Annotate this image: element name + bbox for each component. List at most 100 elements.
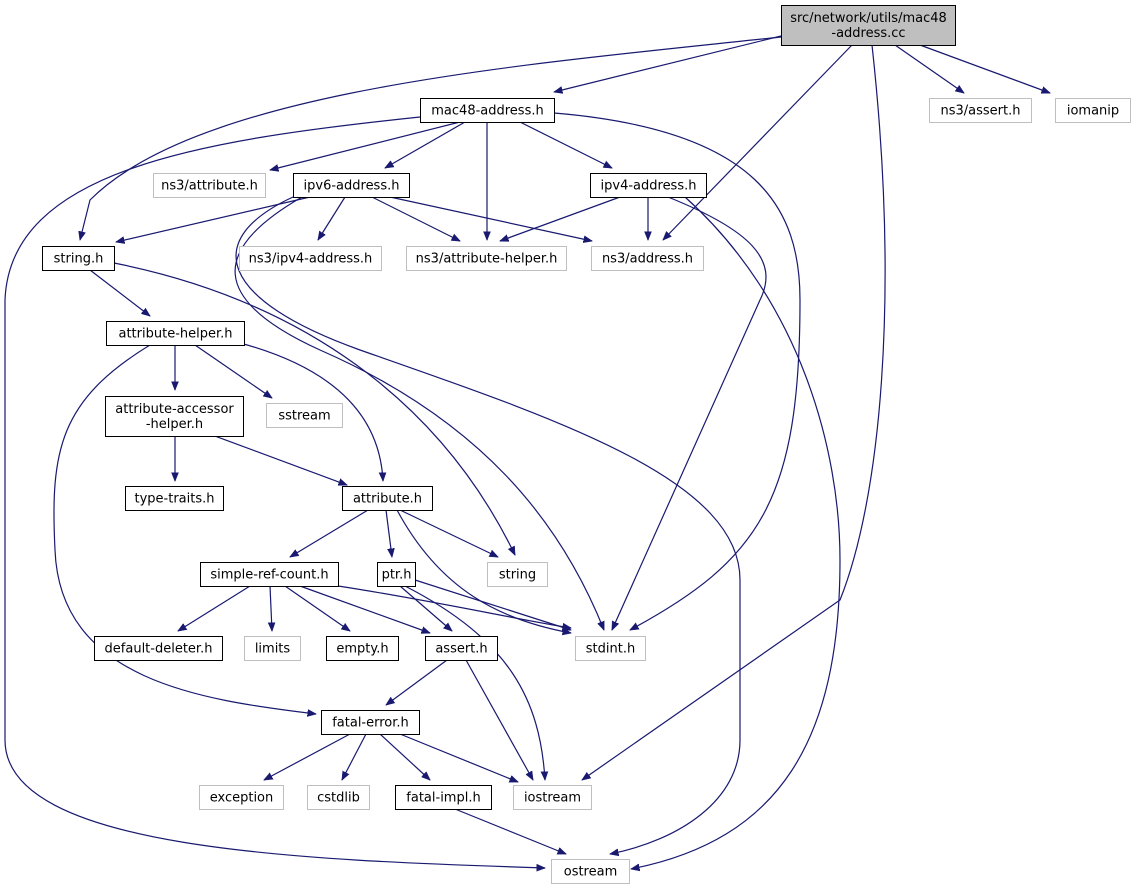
edge-ipv4-to-stdint <box>611 196 767 630</box>
node-label-ipv6: ipv6-address.h <box>304 179 400 194</box>
edge-attrhelper-to-fatalerror <box>53 344 316 714</box>
node-box-attribute <box>342 486 433 511</box>
node-label-ns3assert: ns3/assert.h <box>941 104 1021 119</box>
edge-ipv6-to-ns3addr <box>389 196 592 241</box>
edge-root-to-stringh <box>80 36 782 240</box>
node-box-sstream <box>266 403 343 428</box>
edge-mac48-to-ipv4 <box>519 121 612 169</box>
node-box-assert <box>425 636 498 661</box>
edge-fatalerror-to-fatalimpl <box>379 733 430 780</box>
nodes-layer: src/network/utils/mac48-address.cc mac48-… <box>42 5 1131 884</box>
edge-srcount-to-stdint <box>337 585 571 628</box>
node-mac48[interactable]: mac48-address.h <box>420 98 555 123</box>
node-label-ptr: ptr.h <box>382 568 412 583</box>
node-box-ostream <box>551 859 630 884</box>
node-label-ns3addr: ns3/address.h <box>602 252 693 267</box>
node-box-exception <box>199 785 284 810</box>
edge-ipv6-to-ns3ipv4 <box>318 196 346 240</box>
node-box-accessor <box>105 396 244 437</box>
node-box-ipv6 <box>293 173 410 198</box>
node-box-ipv4 <box>590 173 707 198</box>
node-label-typetraits: type-traits.h <box>135 492 215 507</box>
node-attribute[interactable]: attribute.h <box>342 486 433 511</box>
node-label-ns3ipv4: ns3/ipv4-address.h <box>249 252 373 267</box>
node-ostream: ostream <box>551 859 630 884</box>
edge-root-to-ns3assert <box>894 44 964 93</box>
node-box-fatalimpl <box>395 785 492 810</box>
node-label-stringh: string.h <box>54 252 104 267</box>
edge-mac48-to-ns3attribute <box>270 121 461 170</box>
node-fatalimpl[interactable]: fatal-impl.h <box>395 785 492 810</box>
node-empty[interactable]: empty.h <box>326 636 399 661</box>
edge-srcount-to-defdel <box>178 585 251 631</box>
node-box-srcount <box>200 562 339 587</box>
node-string: string <box>487 562 548 587</box>
node-label-ns3ah: ns3/attribute-helper.h <box>416 252 558 267</box>
node-box-stringh <box>42 246 115 271</box>
node-label-accessor-line2: -helper.h <box>146 417 203 432</box>
edge-mac48-to-ostream <box>4 116 545 868</box>
edge-fatalerror-to-cstdlib <box>341 733 367 780</box>
node-ipv6[interactable]: ipv6-address.h <box>293 173 410 198</box>
edge-fatalerror-to-exception <box>264 733 351 781</box>
node-label-assert: assert.h <box>435 642 487 657</box>
node-ptr[interactable]: ptr.h <box>377 562 416 587</box>
node-label-mac48: mac48-address.h <box>431 104 543 119</box>
node-label-iomanip: iomanip <box>1067 104 1119 119</box>
node-exception: exception <box>199 785 284 810</box>
edge-ptr-to-iostream <box>404 585 545 780</box>
node-ns3assert: ns3/assert.h <box>929 98 1032 123</box>
node-root[interactable]: src/network/utils/mac48-address.cc <box>781 5 956 46</box>
node-stdint: stdint.h <box>575 636 646 661</box>
node-attrhelper[interactable]: attribute-helper.h <box>106 321 245 346</box>
edge-attrhelper-to-sstream <box>194 344 272 398</box>
node-label-srcount: simple-ref-count.h <box>210 568 328 583</box>
edge-fatalerror-to-iostream <box>399 733 518 783</box>
edge-stringh-to-string <box>113 262 516 555</box>
edge-attribute-to-ptr <box>385 509 392 557</box>
edge-attribute-to-srcount <box>290 509 369 557</box>
node-box-cstdlib <box>307 785 370 810</box>
node-stringh[interactable]: string.h <box>42 246 115 271</box>
node-label-stdint: stdint.h <box>586 642 635 657</box>
edge-ipv4-to-ostream <box>631 196 841 869</box>
node-label-fatalerror: fatal-error.h <box>332 716 409 731</box>
node-label-empty: empty.h <box>336 642 388 657</box>
node-ns3ah: ns3/attribute-helper.h <box>406 246 567 271</box>
edge-attribute-to-stdint <box>396 509 571 633</box>
edge-root-to-iomanip <box>919 44 1050 93</box>
node-box-attrhelper <box>106 321 245 346</box>
node-box-typetraits <box>125 486 224 511</box>
edge-root-to-ns3addr <box>663 44 853 240</box>
node-box-iostream <box>513 785 592 810</box>
node-label-accessor-line1: attribute-accessor <box>115 402 234 417</box>
node-fatalerror[interactable]: fatal-error.h <box>321 710 420 735</box>
node-label-root-line1: src/network/utils/mac48 <box>790 11 947 26</box>
node-label-cstdlib: cstdlib <box>317 791 360 806</box>
node-accessor[interactable]: attribute-accessor-helper.h <box>105 396 244 437</box>
node-box-fatalerror <box>321 710 420 735</box>
node-label-fatalimpl: fatal-impl.h <box>406 791 480 806</box>
edge-accessor-to-attribute <box>214 435 347 485</box>
edge-stringh-to-attrhelper <box>89 269 150 316</box>
edge-srcount-to-empty <box>284 585 350 631</box>
edge-root-to-mac48 <box>554 35 782 92</box>
node-typetraits[interactable]: type-traits.h <box>125 486 224 511</box>
node-label-limits: limits <box>255 642 291 657</box>
node-label-ipv4: ipv4-address.h <box>601 179 697 194</box>
node-ipv4[interactable]: ipv4-address.h <box>590 173 707 198</box>
node-box-string <box>487 562 548 587</box>
edge-root-to-iostream <box>582 44 886 780</box>
node-assert[interactable]: assert.h <box>425 636 498 661</box>
node-label-defdel: default-deleter.h <box>105 642 213 657</box>
node-srcount[interactable]: simple-ref-count.h <box>200 562 339 587</box>
edge-assert-to-iostream <box>465 659 534 780</box>
node-box-ns3ipv4 <box>239 246 382 271</box>
edge-srcount-to-limits <box>270 585 272 631</box>
edge-attrhelper-to-attribute <box>239 342 383 481</box>
node-sstream: sstream <box>266 403 343 428</box>
edge-ptr-to-assert <box>399 585 452 631</box>
edge-ipv6-to-stringh <box>116 196 311 242</box>
node-defdel[interactable]: default-deleter.h <box>94 636 223 661</box>
node-box-defdel <box>94 636 223 661</box>
